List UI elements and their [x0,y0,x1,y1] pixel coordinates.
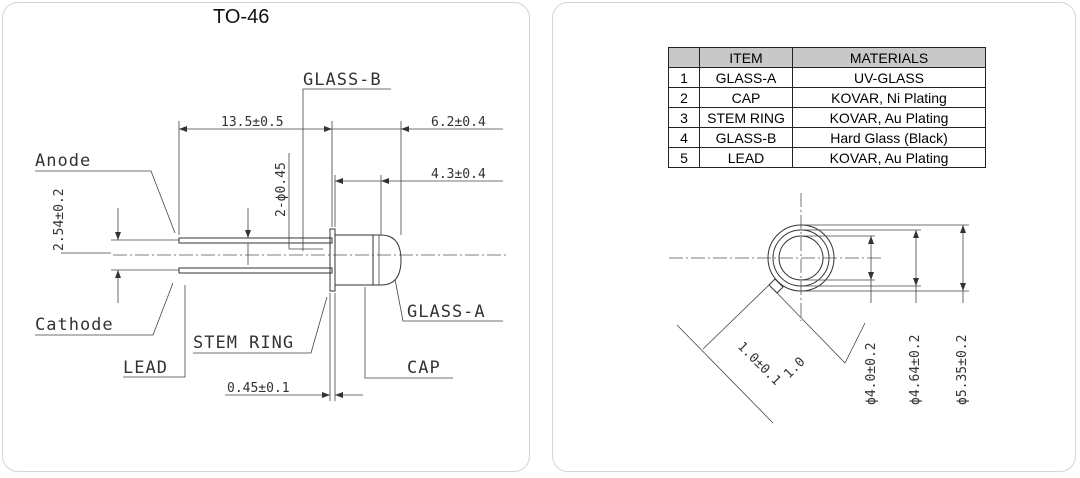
dim-pitch: 2.54±0.2 [52,188,67,251]
glass-b-body [334,234,374,286]
dim-cap-diameter: ϕ4.0±0.2 [864,342,879,405]
label-anode: Anode [35,151,91,171]
table-row: 5 LEAD KOVAR, Au Plating [668,147,986,168]
anode-lead [178,237,333,244]
label-cap: CAP [407,358,441,378]
dim-stem-thickness: 0.45±0.1 [227,381,290,396]
header-materials: MATERIALS [792,47,986,68]
dim-flange-diameter: ϕ5.35±0.2 [955,335,970,405]
top-view-drawing: ϕ4.0±0.2 ϕ4.64±0.2 ϕ5.35±0.2 1.0 1.0±0.1 [669,193,970,424]
row-material: KOVAR, Ni Plating [792,87,986,108]
leads [178,237,333,274]
dim-tab-width: 1.0 [781,355,808,382]
package-title: TO-46 [213,6,269,28]
label-glass-a: GLASS-A [407,302,486,322]
orientation-tab [768,278,784,294]
materials-table: ITEM MATERIALS 1 GLASS-A UV-GLASS 2 CAP … [668,47,986,168]
dim-tab-length: 1.0±0.1 [734,339,783,388]
row-material: KOVAR, Au Plating [792,107,986,128]
side-view-panel: TO-46 13.5±0.5 6.2±0.4 4.3±0 [2,2,530,472]
row-item: LEAD [699,147,793,168]
table-row: 2 CAP KOVAR, Ni Plating [668,87,986,108]
row-material: KOVAR, Au Plating [792,147,986,168]
header-index [668,47,700,68]
label-stem-ring: STEM RING [193,333,294,353]
cap-dome [373,234,402,286]
row-item: CAP [699,87,793,108]
label-cathode: Cathode [35,315,114,335]
top-view-panel: ITEM MATERIALS 1 GLASS-A UV-GLASS 2 CAP … [552,2,1076,472]
cathode-lead [178,267,333,274]
label-glass-b: GLASS-B [303,70,382,90]
dim-cap-length: 4.3±0.4 [431,167,486,182]
dim-lead-length: 13.5±0.5 [221,115,284,130]
dim-lead-diameter: 2-ϕ0.45 [274,162,289,217]
dim-body-diameter: ϕ4.64±0.2 [908,335,923,405]
dim-body-length: 6.2±0.4 [431,115,486,130]
side-view-drawing: TO-46 13.5±0.5 6.2±0.4 4.3±0 [35,6,508,401]
label-lead: LEAD [123,358,168,378]
